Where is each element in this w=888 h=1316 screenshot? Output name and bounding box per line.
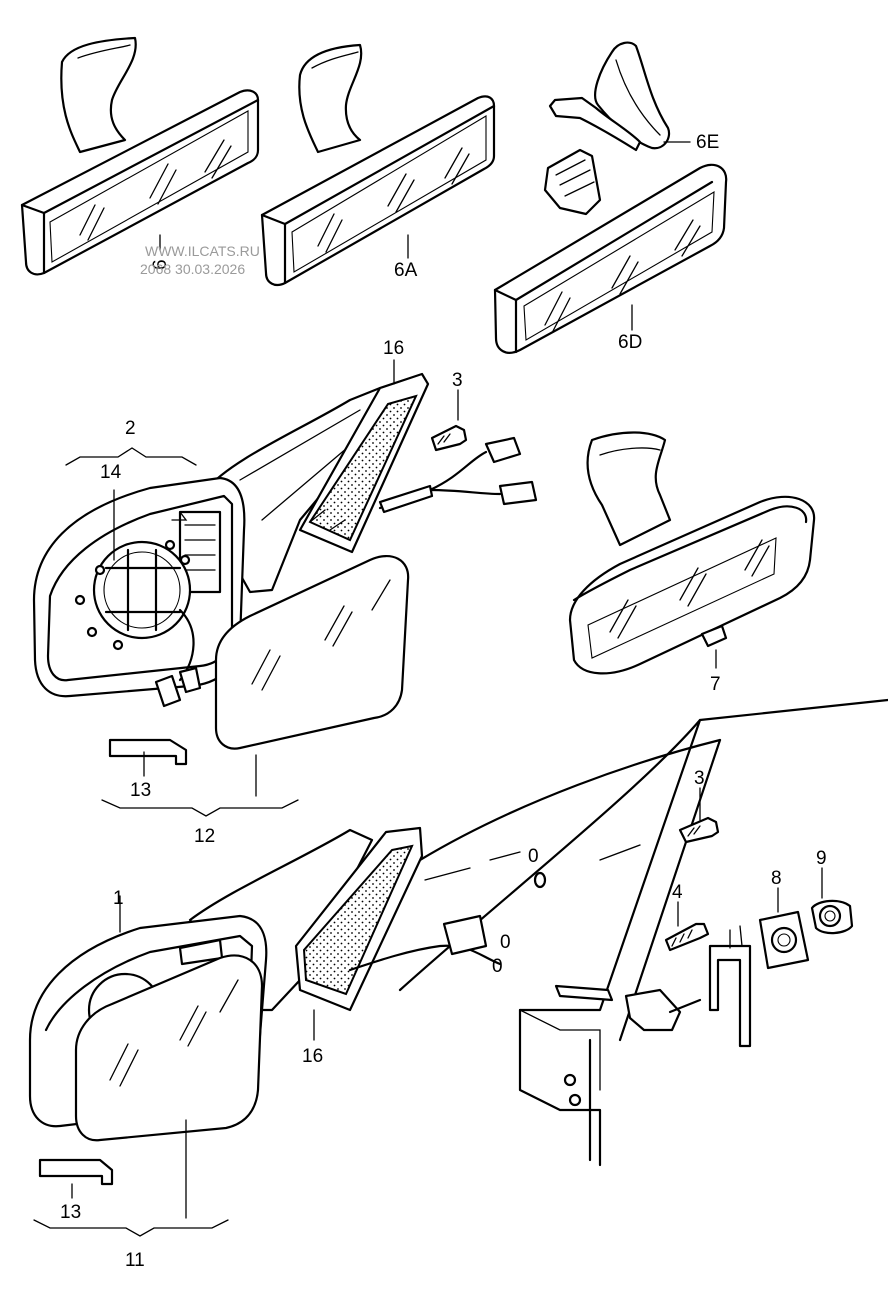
door-frame-lower [398, 698, 888, 1167]
label-zero-b: 0 [500, 932, 511, 953]
mirror-glass-12 [214, 555, 410, 750]
label-2: 2 [125, 418, 136, 439]
knob-9 [810, 899, 854, 935]
label-9: 9 [816, 848, 827, 869]
wire-harness-bottom [348, 914, 702, 1032]
label-4: 4 [672, 882, 683, 903]
label-1: 1 [113, 888, 124, 909]
label-3-bottom: 3 [694, 768, 705, 789]
label-6: 6 [150, 259, 171, 270]
watermark-site: WWW.ILCATS.RU [145, 243, 260, 259]
label-13-top: 13 [130, 780, 151, 801]
screw-4 [664, 922, 710, 952]
interior-mirror-6D [493, 148, 728, 354]
label-16-bottom: 16 [302, 1046, 323, 1067]
label-7: 7 [710, 674, 721, 695]
screw-3-top [430, 424, 468, 452]
mirror-cover-6E [548, 41, 671, 152]
watermark-stamp: 2068 30.03.2026 [140, 261, 245, 277]
clip-13-bottom [38, 1158, 114, 1186]
label-6D: 6D [618, 332, 642, 353]
label-3-top: 3 [452, 370, 463, 391]
label-14: 14 [100, 462, 122, 483]
trim-panel-16-top [298, 372, 430, 554]
label-6A: 6A [394, 260, 418, 281]
label-16-top: 16 [383, 338, 404, 359]
interior-mirror-7 [568, 431, 816, 675]
label-6E: 6E [696, 132, 719, 153]
interior-mirror-6A [260, 43, 496, 287]
label-zero-c: 0 [492, 956, 503, 977]
mount-8 [758, 910, 810, 970]
label-zero-a: 0 [528, 846, 539, 867]
trim-panel-16-bottom [294, 826, 424, 1012]
wire-harness-top [378, 436, 538, 514]
screw-3-bottom [678, 816, 720, 844]
label-8: 8 [771, 868, 782, 889]
watermark: WWW.ILCATS.RU 2068 30.03.2026 [140, 243, 260, 277]
part-labels: 6 6A 6D 6E 16 3 2 14 7 13 12 3 9 8 4 1 1… [60, 132, 827, 1271]
interior-mirror-6 [20, 36, 260, 276]
label-12: 12 [194, 826, 215, 847]
bracket-plate [708, 925, 752, 1048]
label-11: 11 [125, 1250, 145, 1271]
clip-13-top [108, 738, 188, 766]
label-13-bottom: 13 [60, 1202, 81, 1223]
leader-lines [33, 141, 823, 1237]
mirror-glass-11 [74, 954, 264, 1142]
